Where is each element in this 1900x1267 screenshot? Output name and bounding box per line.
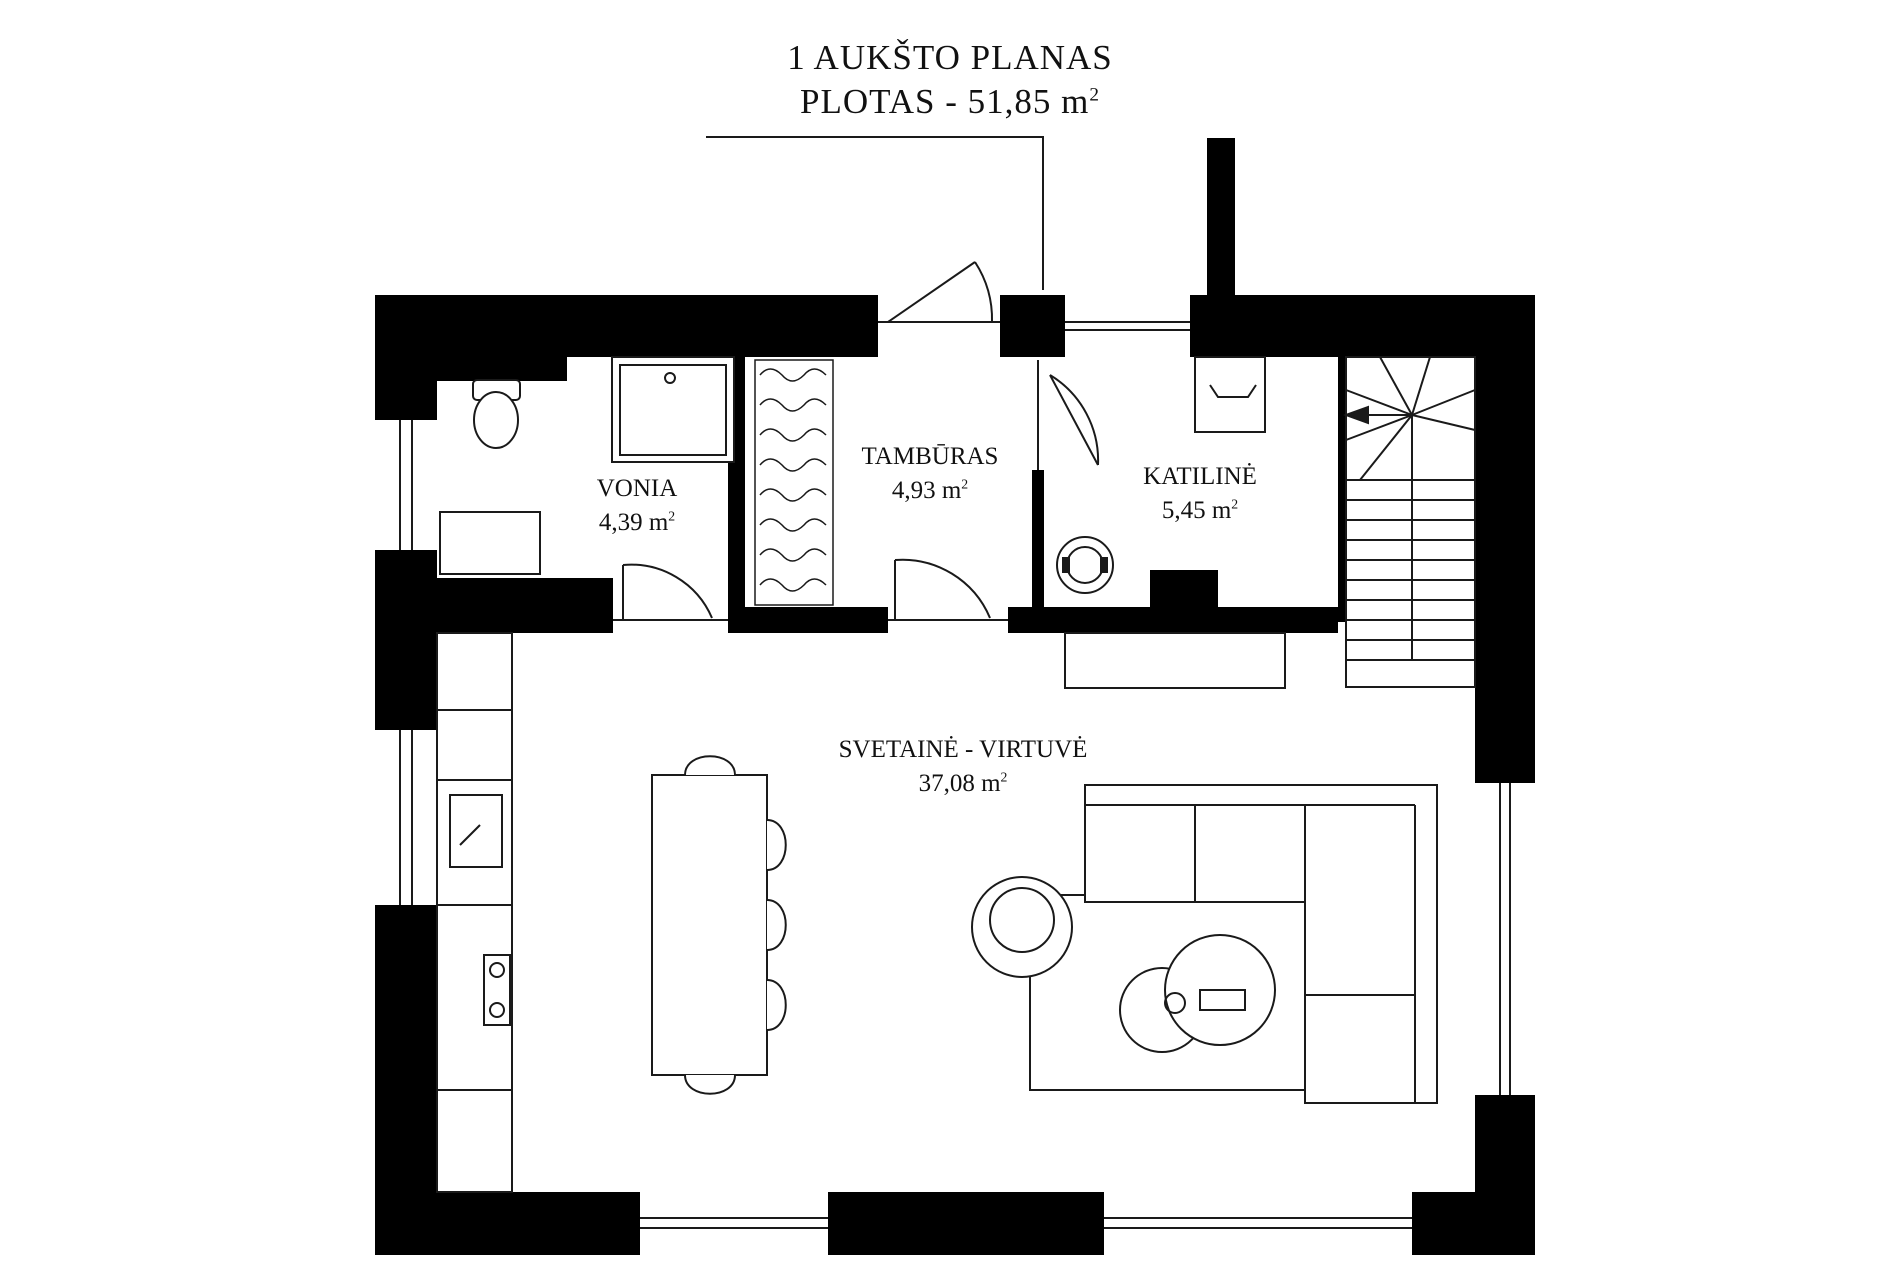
boiler	[1056, 536, 1114, 594]
windows	[399, 321, 1511, 1229]
tv-unit	[1064, 632, 1286, 689]
armchair	[971, 876, 1073, 978]
bathtub	[611, 356, 735, 463]
plan-area-text: PLOTAS - 51,85 m	[800, 82, 1090, 121]
sink	[1194, 356, 1266, 433]
wall	[1150, 570, 1218, 610]
kitchen-sink	[449, 794, 503, 868]
wall	[1475, 295, 1535, 783]
room-label-katiline: KATILINĖ 5,45 m2	[1143, 460, 1257, 528]
wall	[1008, 607, 1338, 633]
wine-rack	[754, 359, 834, 606]
cooktop	[483, 954, 511, 1026]
wall	[728, 607, 888, 633]
plan-title: 1 AUKŠTO PLANAS	[0, 38, 1900, 78]
room-name: KATILINĖ	[1143, 463, 1257, 490]
room-label-svetaine-virtuve: SVETAINĖ - VIRTUVĖ 37,08 m2	[839, 733, 1088, 801]
sofa	[1084, 784, 1438, 1104]
wall	[375, 1192, 640, 1255]
wall	[828, 1192, 1104, 1255]
dining-chair	[766, 819, 787, 871]
room-label-vonia: VONIA 4,39 m2	[597, 472, 678, 540]
wall	[437, 357, 567, 381]
toilet-bowl	[473, 391, 519, 449]
plan-area-sup: 2	[1089, 84, 1100, 106]
room-area: 5,45 m2	[1161, 496, 1239, 524]
room-name: TAMBŪRAS	[861, 443, 999, 470]
boiler-room-fixtures	[1056, 356, 1266, 594]
wall	[1032, 470, 1044, 610]
room-name: SVETAINĖ - VIRTUVĖ	[838, 736, 1088, 763]
dining-chair	[766, 899, 787, 951]
kitchen-counter	[436, 632, 513, 1193]
canopy-outline	[706, 136, 1044, 290]
stairs	[1343, 356, 1476, 688]
plan-title-line1: 1 AUKŠTO PLANAS	[787, 38, 1113, 77]
walls	[375, 138, 1535, 1255]
bathroom-fixtures	[439, 356, 735, 575]
wall	[375, 295, 878, 357]
dining-chair	[684, 755, 736, 776]
room-name: VONIA	[596, 475, 678, 502]
wall	[1338, 357, 1346, 622]
wall	[1000, 295, 1065, 357]
room-label-tamburas: TAMBŪRAS 4,93 m2	[862, 440, 999, 508]
washbasin	[439, 511, 541, 575]
room-area: 37,08 m2	[918, 769, 1008, 797]
living	[971, 632, 1438, 1104]
dining	[651, 755, 787, 1095]
doors	[622, 261, 1100, 620]
wall	[1190, 295, 1230, 357]
wall	[375, 550, 437, 730]
kitchen	[436, 632, 513, 1193]
wall	[437, 578, 613, 633]
room-area: 4,93 m2	[891, 476, 969, 504]
dining-chair	[684, 1074, 736, 1095]
wall	[1475, 1095, 1535, 1255]
dining-table	[651, 774, 768, 1076]
room-area: 4,39 m2	[598, 508, 676, 536]
plan-area: PLOTAS - 51,85 m2	[0, 82, 1900, 122]
interior-walls	[437, 357, 1346, 633]
wall	[375, 295, 437, 420]
dining-chair	[766, 979, 787, 1031]
chimney	[1207, 138, 1235, 296]
